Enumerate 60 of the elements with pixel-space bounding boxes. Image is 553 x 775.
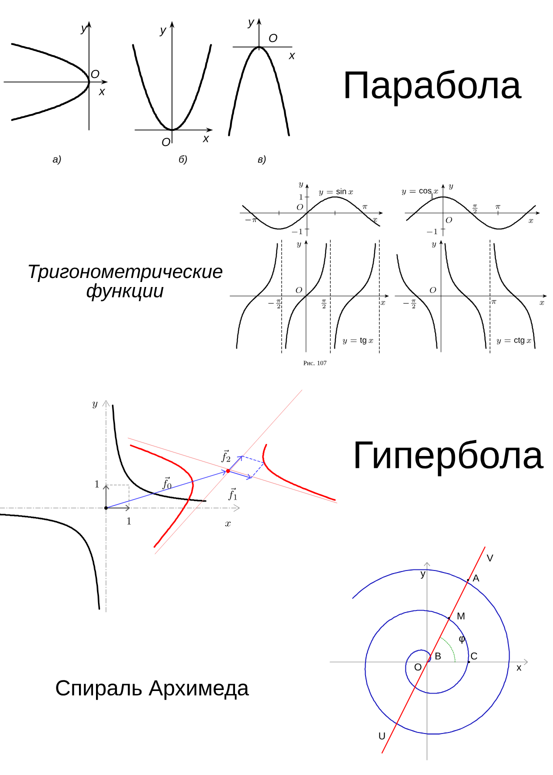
tick-label: $-\frac{\pi}{2}$ — [403, 300, 416, 308]
heading: Гипербола — [356, 440, 544, 476]
axis-label: $x$ — [540, 301, 544, 305]
axis-label: x — [202, 136, 210, 142]
tick-label: $\pi$ — [362, 205, 368, 209]
origin-label: O — [91, 70, 100, 78]
tick-label: $\pi$ — [491, 300, 496, 304]
origin-label: $O$ — [430, 287, 436, 293]
origin-label: O — [269, 34, 278, 42]
tick-label: $-\pi$ — [245, 218, 258, 222]
axis-label: y — [247, 20, 255, 28]
tick-label: $-1$ — [426, 228, 438, 234]
origin-label: $O$ — [446, 217, 452, 223]
axis-label: x — [516, 665, 522, 671]
vector-label: $\vec{f}_1$ — [228, 488, 237, 500]
axis-label: $y$ — [296, 242, 302, 248]
tick-label: $1$ — [300, 194, 303, 200]
tick-label: $\frac{\pi}{2}$ — [321, 300, 327, 308]
axis-label: $y$ — [298, 182, 304, 188]
angle-label: φ — [459, 636, 465, 644]
panel-caption: в) — [258, 155, 266, 165]
heading: Тригонометрические функции — [28, 264, 222, 302]
axis-label: $x$ — [225, 522, 231, 526]
tick-label: $1$ — [430, 193, 434, 199]
function-label: $y=\sin x$ — [318, 188, 353, 196]
axis-label: $y$ — [448, 184, 454, 190]
tick-label: $-1$ — [292, 228, 302, 234]
axis-label: y — [80, 26, 88, 34]
origin-label: O — [162, 138, 170, 146]
point-label: U — [379, 732, 385, 740]
axis-label: $x$ — [380, 301, 386, 305]
panel-caption: б) — [179, 155, 187, 165]
axis-label: $y$ — [92, 402, 98, 408]
axis-label: y — [159, 28, 167, 36]
origin-label: O — [414, 663, 422, 671]
axis-label: $x$ — [528, 219, 534, 223]
heading: Парабола — [346, 70, 522, 106]
function-label: $y=\operatorname{ctg} x$ — [496, 338, 532, 344]
axis-label: x — [98, 88, 106, 96]
origin-label: $O$ — [296, 204, 304, 210]
tick-label: $\pi$ — [495, 205, 500, 209]
axis-label: x — [288, 52, 296, 60]
point-label: A — [472, 574, 480, 582]
point-label: M — [458, 612, 464, 620]
point-label: B — [436, 652, 441, 660]
tick-label: $1$ — [95, 480, 99, 488]
tick-label: $1$ — [127, 517, 131, 524]
tick-label: $\frac{\pi}{2}$ — [472, 204, 478, 214]
heading: Спираль Архимеда — [56, 680, 249, 700]
point-label: C — [470, 652, 478, 660]
vector-label: $\vec{f}_0$ — [162, 476, 172, 490]
function-label: $y=\cos x$ — [402, 189, 438, 196]
point-label: V — [486, 554, 494, 562]
origin-label: $O$ — [296, 287, 302, 293]
axis-label: $y$ — [432, 242, 436, 248]
vector-label: $\vec{f}_2$ — [221, 450, 230, 462]
panel-caption: а) — [52, 155, 61, 165]
function-label: $y=\operatorname{tg} x$ — [342, 338, 374, 344]
tick-label: $-\frac{\pi}{2}$ — [268, 300, 282, 308]
axis-label: y — [420, 571, 426, 579]
